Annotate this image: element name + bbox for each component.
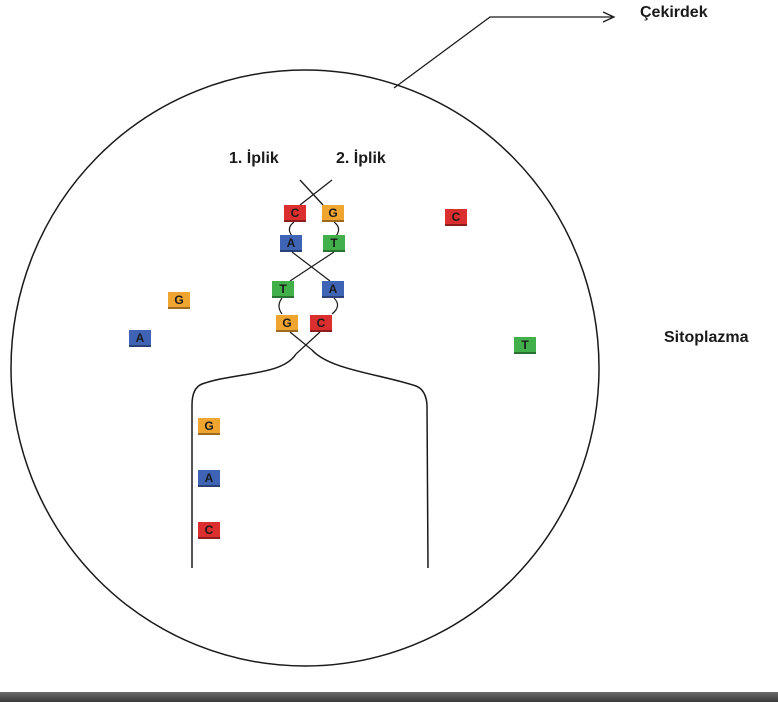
strand2-base-1: G xyxy=(322,205,344,222)
nucleus-pointer-arrowhead xyxy=(602,11,616,23)
strand2-label: 2. İplik xyxy=(336,150,386,167)
open-strand-left xyxy=(191,353,297,568)
strand2-top-line xyxy=(299,179,333,206)
bottom-border-bar xyxy=(0,692,778,702)
strand2-base-2: T xyxy=(323,235,345,252)
nucleus-membrane xyxy=(10,69,600,667)
free-nucleotide-1: C xyxy=(445,209,467,226)
strand1-base-4: G xyxy=(276,315,298,332)
strand1-split-cross xyxy=(289,331,313,351)
cytoplasm-label: Sitoplazma xyxy=(664,329,749,346)
free-nucleotide-4: T xyxy=(514,337,536,354)
strand1-label: 1. İplik xyxy=(229,150,279,167)
open-strand-right xyxy=(311,349,429,569)
free-nucleotide-3: A xyxy=(129,330,151,347)
free-nucleotide-2: G xyxy=(168,292,190,309)
new-strand-base-2: A xyxy=(198,470,220,487)
strand1-link-1 xyxy=(288,221,295,237)
strand2-link-2 xyxy=(331,297,339,315)
strand2-link-1 xyxy=(333,221,340,237)
new-strand-base-1: G xyxy=(198,418,220,435)
strand2-base-4: C xyxy=(310,315,332,332)
strand2-cross xyxy=(289,251,335,282)
new-strand-base-3: C xyxy=(198,522,220,539)
nucleus-pointer-line xyxy=(393,16,612,89)
strand1-base-1: C xyxy=(284,205,306,222)
strand1-link-2 xyxy=(278,297,283,315)
strand1-base-3: T xyxy=(272,281,294,298)
strand1-base-2: A xyxy=(280,235,302,252)
strand2-base-3: A xyxy=(322,281,344,298)
strand2-split-cross xyxy=(295,331,321,355)
strand1-top-line xyxy=(299,179,324,206)
nucleus-label: Çekirdek xyxy=(640,4,708,21)
